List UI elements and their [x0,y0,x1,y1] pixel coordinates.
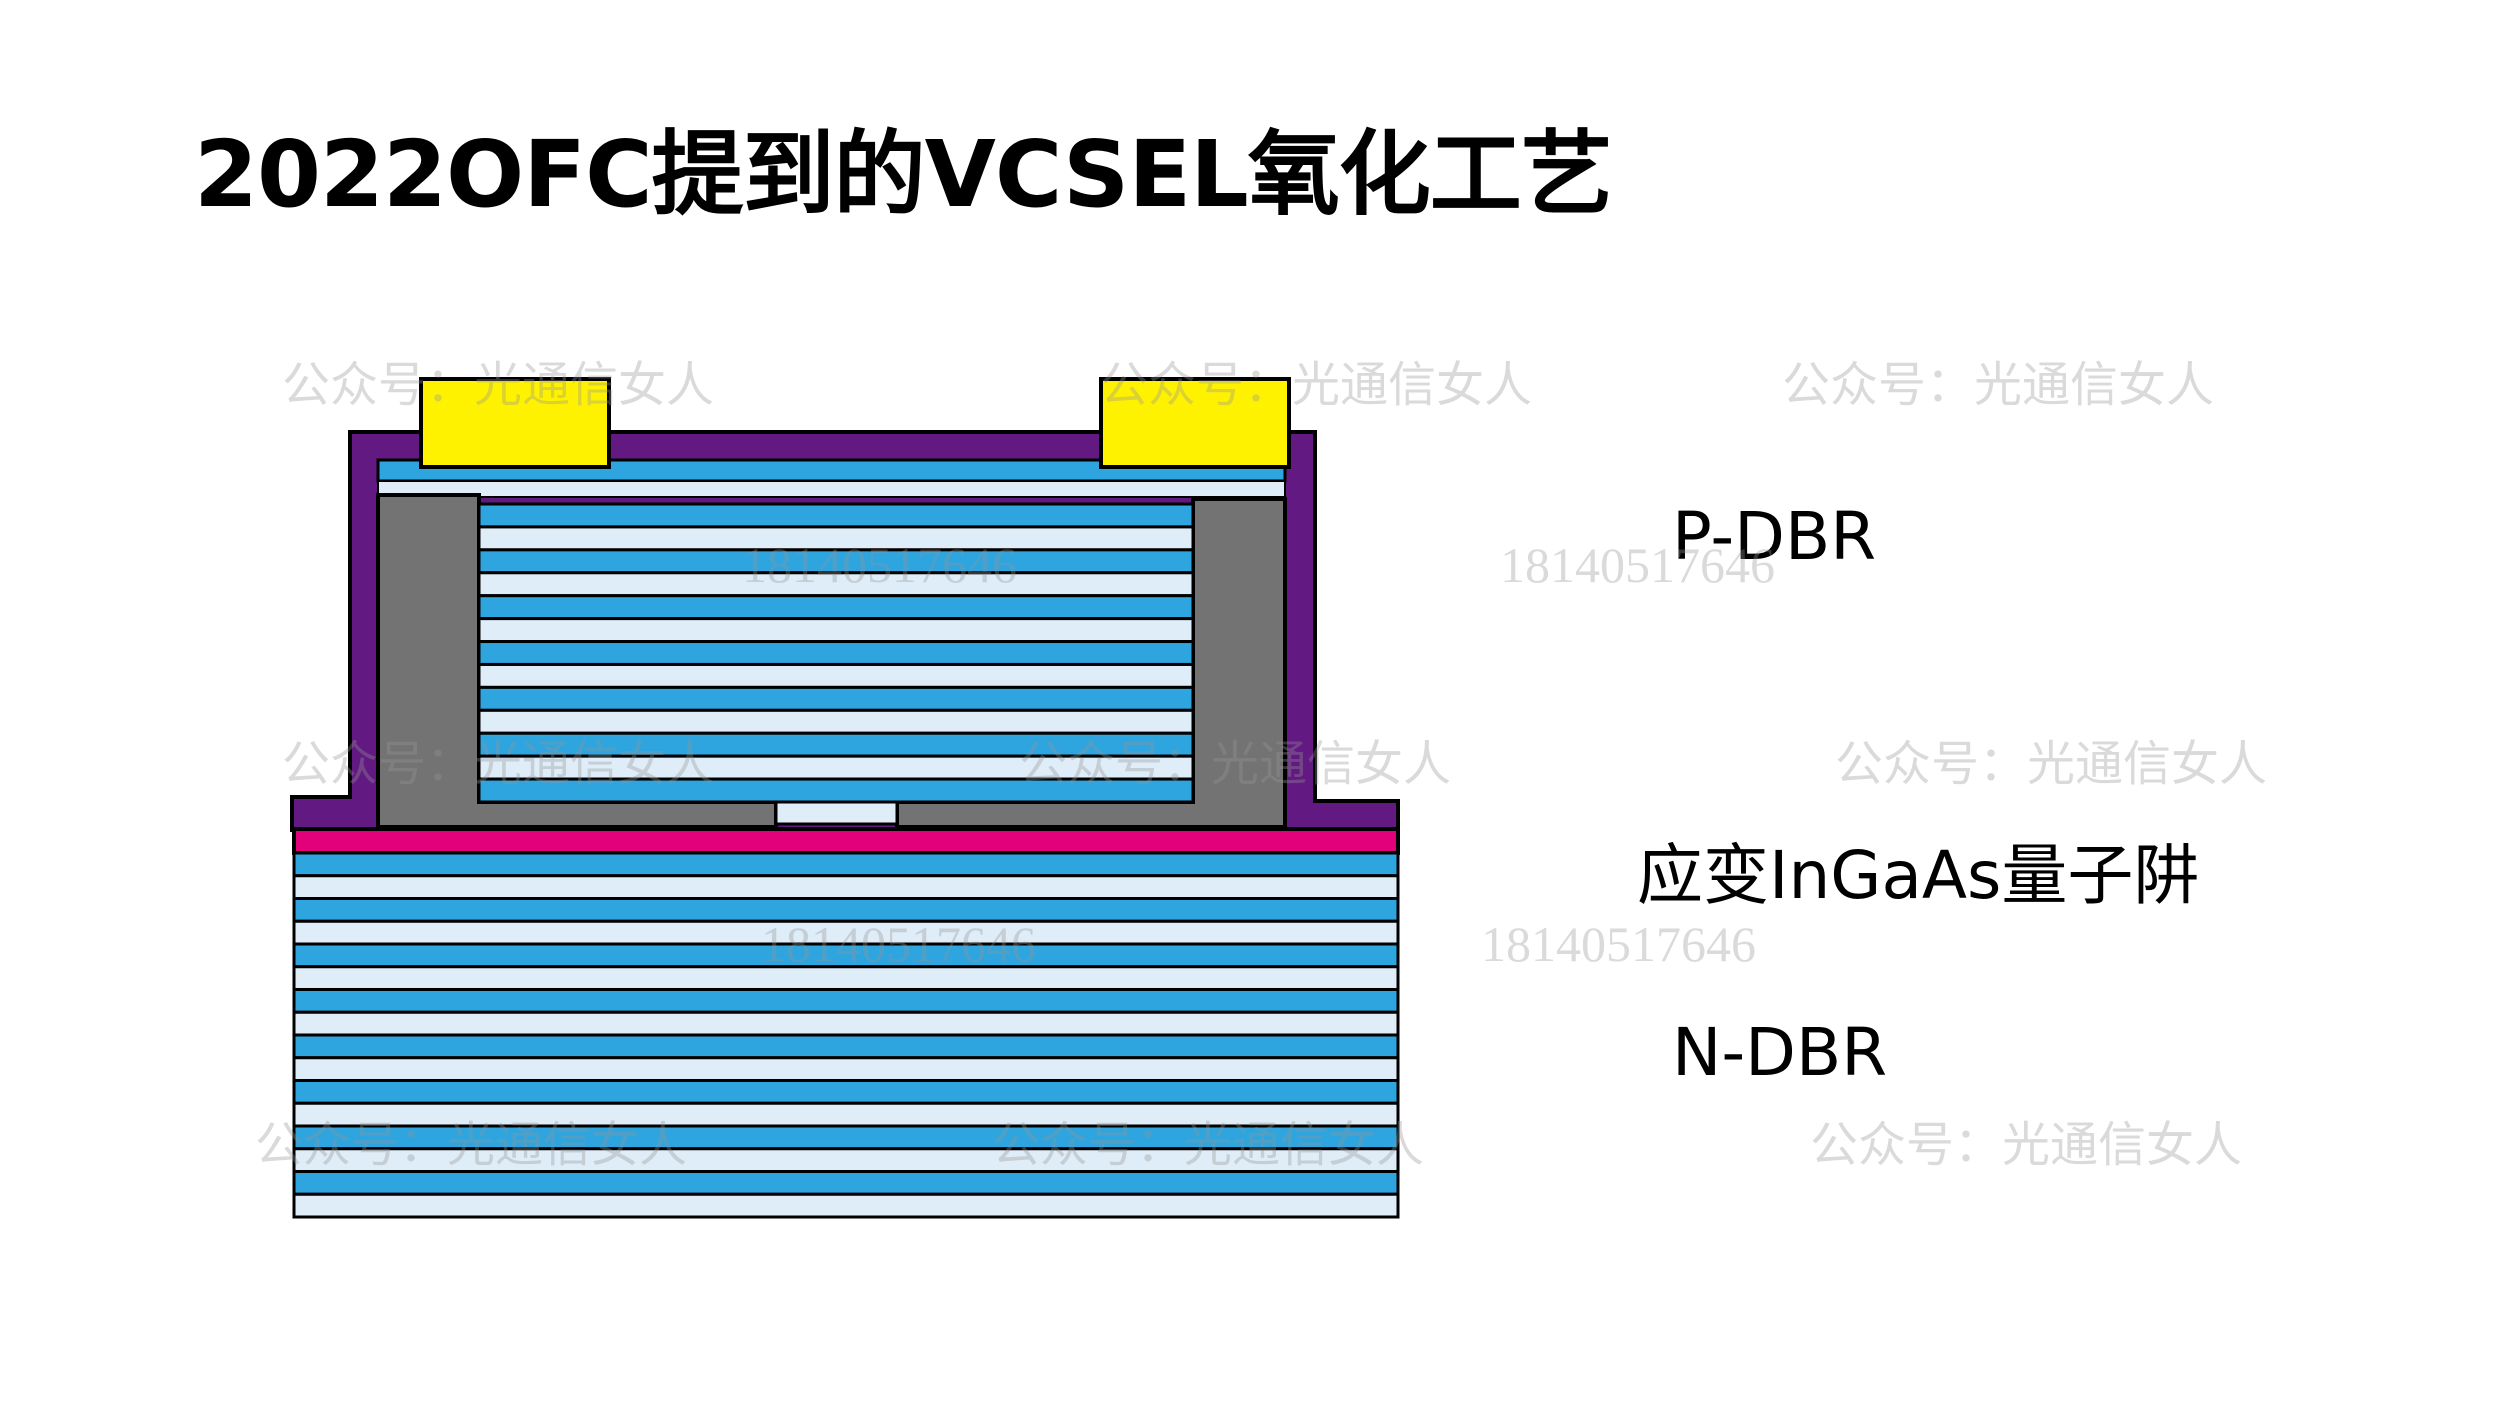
p-dbr-dark-layer [477,548,1195,575]
quantum-well-layer [292,827,1400,855]
n-dbr-light-layer [292,1010,1400,1037]
n-dbr-light-layer [292,965,1400,991]
n-dbr-dark-layer [292,851,1400,878]
p-dbr-light-layer [477,617,1195,644]
p-dbr-dark-layer [477,777,1195,804]
p-dbr-dark-layer [477,594,1195,621]
p-dbr-light-layer [477,754,1195,781]
n-dbr-light-layer [292,919,1400,946]
label-n-dbr: N-DBR [1672,1014,1888,1091]
n-dbr-dark-layer [292,1124,1400,1151]
n-dbr-light-layer [292,1192,1400,1219]
p-dbr-light-layer [477,525,1195,552]
n-dbr-light-layer [292,1147,1400,1173]
p-dbr-light-layer [477,571,1195,598]
n-dbr-light-layer [292,874,1400,900]
p-dbr-light-layer [477,662,1195,689]
p-dbr-dark-layer [477,731,1195,758]
p-contact-right [1099,377,1291,469]
p-dbr-dark-layer [477,640,1195,666]
p-dbr-stack [477,502,1195,804]
p-dbr-dark-layer [477,685,1195,712]
p-dbr-light-layer [477,708,1195,735]
p-dbr-top-light-layer [377,480,1286,498]
n-dbr-dark-layer [292,988,1400,1014]
p-contact-left [419,377,611,469]
n-dbr-dark-layer [292,1033,1400,1060]
p-dbr-dark-layer [477,502,1195,529]
label-p-dbr: P-DBR [1672,498,1877,575]
label-quantum-well: 应变InGaAs量子阱 [1637,837,2200,914]
page-title: 2022OFC提到的VCSEL氧化工艺 [194,121,1613,228]
n-dbr-dark-layer [292,1079,1400,1105]
n-dbr-light-layer [292,1056,1400,1082]
n-dbr-dark-layer [292,897,1400,923]
n-dbr-stack [292,851,1400,1219]
oxide-aperture-opening [774,800,899,826]
n-dbr-light-layer [292,1101,1400,1128]
n-dbr-dark-layer [292,942,1400,969]
n-dbr-dark-layer [292,1170,1400,1196]
